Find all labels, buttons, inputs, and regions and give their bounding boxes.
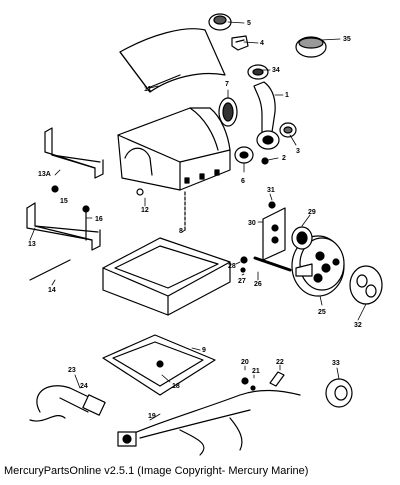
callout-30: 30 <box>248 220 256 227</box>
part-plate-30 <box>262 207 286 261</box>
part-nut-28 <box>240 256 248 264</box>
part-cap-32 <box>349 265 383 305</box>
part-screw-16 <box>82 205 90 241</box>
part-shift-lever-1 <box>247 64 297 150</box>
callout-34: 34 <box>272 67 280 74</box>
callout-3: 3 <box>296 148 300 155</box>
callout-19: 19 <box>148 413 156 420</box>
callout-1: 1 <box>285 92 289 99</box>
callout-27: 27 <box>238 278 246 285</box>
part-main-housing <box>117 107 231 231</box>
part-washer-21 <box>250 385 256 391</box>
part-cap-35 <box>295 36 327 58</box>
callout-29: 29 <box>308 209 316 216</box>
part-top-cover-11 <box>119 28 226 93</box>
callout-33: 33 <box>332 360 340 367</box>
footer-copyright-text: MercuryPartsOnline v2.5.1 (Image Copyrig… <box>4 465 309 477</box>
callout-13: 13 <box>28 241 36 248</box>
callout-6: 6 <box>241 178 245 185</box>
callout-8: 8 <box>179 228 183 235</box>
part-dial-25 <box>291 235 345 297</box>
callout-23: 23 <box>68 367 76 374</box>
callout-14: 14 <box>48 287 56 294</box>
callout-32: 32 <box>354 322 362 329</box>
part-ring-33 <box>325 378 353 408</box>
part-gear-6 <box>234 146 254 164</box>
callout-9: 9 <box>202 347 206 354</box>
part-washer-27 <box>240 267 246 273</box>
part-bracket-13a <box>44 127 104 179</box>
callout-25: 25 <box>318 309 326 316</box>
part-knob-29 <box>291 226 313 250</box>
part-screw-20 <box>241 377 249 385</box>
callout-18: 18 <box>172 383 180 390</box>
callout-28: 28 <box>228 263 236 270</box>
part-harness-19 <box>117 389 301 456</box>
part-nut-15 <box>51 185 59 193</box>
leader-lines <box>29 21 367 421</box>
part-gasket-9 <box>102 334 216 396</box>
callout-16: 16 <box>95 216 103 223</box>
part-sender-23-24 <box>29 385 106 422</box>
part-bolt-14 <box>29 259 71 281</box>
callout-20: 20 <box>241 359 249 366</box>
part-base-frame-8 <box>102 237 231 316</box>
part-rod-26 <box>253 256 292 272</box>
exploded-parts-diagram: 5 4 35 11 34 1 7 3 2 6 8 12 13A 15 16 13… <box>26 13 383 456</box>
callout-15: 15 <box>60 198 68 205</box>
callout-5: 5 <box>247 20 251 27</box>
callout-24: 24 <box>80 383 88 390</box>
callout-31: 31 <box>267 187 275 194</box>
callout-4: 4 <box>260 40 264 47</box>
callout-21: 21 <box>252 368 260 375</box>
callout-35: 35 <box>343 36 351 43</box>
callout-2: 2 <box>282 155 286 162</box>
callout-12: 12 <box>141 207 149 214</box>
part-screw-2 <box>261 157 269 165</box>
part-bracket-13 <box>26 202 101 251</box>
part-pin-22 <box>269 371 285 387</box>
callout-7: 7 <box>225 81 229 88</box>
callout-11: 11 <box>144 86 152 93</box>
callout-26: 26 <box>254 281 262 288</box>
part-clip-4 <box>231 35 249 51</box>
callout-22: 22 <box>276 359 284 366</box>
callout-13a: 13A <box>38 171 51 178</box>
callout-labels: 5 4 35 11 34 1 7 3 2 6 8 12 13A 15 16 13… <box>28 20 362 420</box>
part-screw-31 <box>268 201 276 209</box>
